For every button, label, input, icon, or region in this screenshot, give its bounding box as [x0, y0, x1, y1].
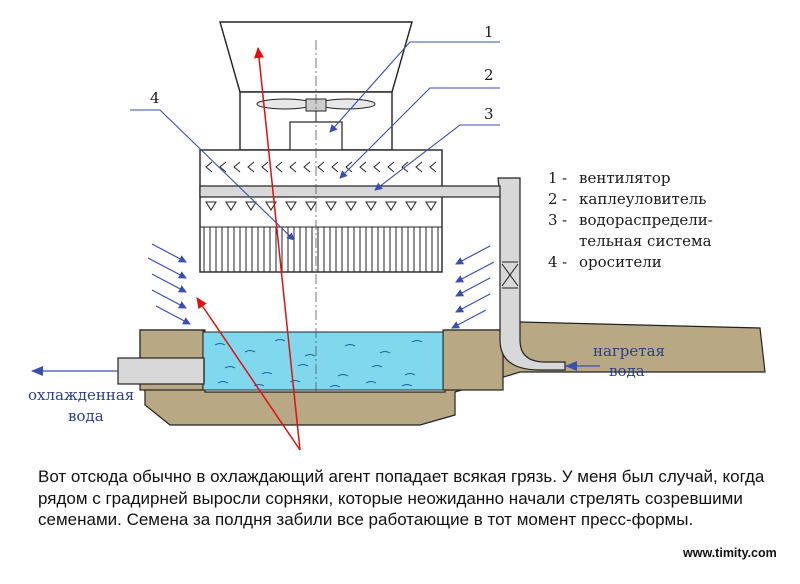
annotation-arrows: [196, 47, 301, 451]
outlet-pipe: [117, 357, 205, 385]
legend-dash-3: -: [562, 211, 567, 229]
callout-leaders: [130, 41, 500, 241]
legend-text-1: вентилятор: [579, 169, 671, 187]
legend-num-3: 3: [548, 211, 558, 229]
callout-1: 1: [484, 23, 494, 41]
inflow-label-2: вода: [609, 362, 645, 380]
drift-eliminator: [205, 161, 437, 173]
inflow-label-1: нагретая: [593, 342, 665, 360]
legend-num-1: 1: [548, 169, 558, 187]
fill-slats: [200, 226, 442, 272]
water-basin: [202, 331, 444, 391]
spray-nozzles: [205, 201, 437, 211]
outflow-label-2: вода: [68, 407, 104, 425]
distribution-pipe: [199, 185, 501, 198]
legend-dash-2: -: [562, 190, 567, 208]
legend-dash-4: -: [562, 253, 567, 271]
air-intake-arrows-left: [147, 243, 191, 325]
legend-num-2: 2: [548, 190, 558, 208]
water-ripples: [214, 339, 423, 388]
callout-4: 4: [150, 89, 160, 107]
air-intake-arrows-right: [451, 245, 495, 329]
fan-icon: [256, 98, 376, 112]
legend-text-2: каплеуловитель: [579, 190, 706, 208]
outflow-label-1: охлажденная: [28, 386, 134, 404]
callout-3: 3: [484, 105, 494, 123]
legend-text-3b: тельная система: [579, 232, 712, 250]
basin-wall-right: [442, 329, 504, 391]
callout-2: 2: [484, 66, 494, 84]
site-watermark: www.timity.com: [683, 546, 777, 560]
legend-dash-1: -: [562, 169, 567, 187]
legend: 1 - вентилятор 2 - каплеуловитель 3 - во…: [548, 169, 713, 271]
legend-text-4: оросители: [579, 253, 662, 271]
caption-text: Вот отсюда обычно в охлаждающий агент по…: [38, 467, 765, 529]
legend-text-3: водораспредели-: [579, 211, 713, 229]
legend-num-4: 4: [548, 253, 558, 271]
